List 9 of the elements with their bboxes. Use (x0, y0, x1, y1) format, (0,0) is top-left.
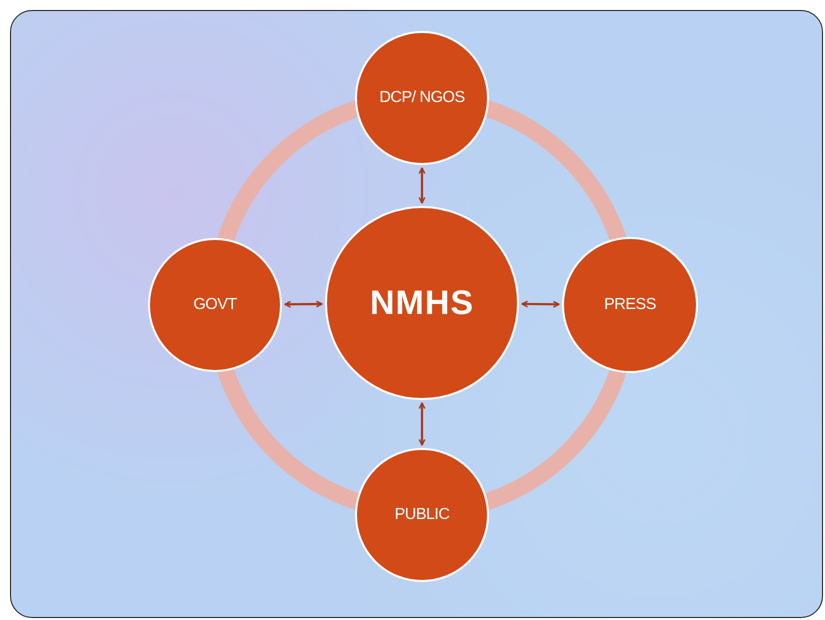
double-arrow (418, 167, 426, 204)
node-label: PRESS (604, 296, 656, 314)
double-arrow (284, 300, 323, 308)
node-label: DCP/ NGOS (379, 89, 465, 107)
node-label: NMHS (370, 284, 474, 322)
node-label: GOVT (193, 296, 237, 314)
node-label: PUBLIC (394, 506, 450, 524)
double-arrow (521, 300, 560, 308)
double-arrow (418, 402, 426, 446)
